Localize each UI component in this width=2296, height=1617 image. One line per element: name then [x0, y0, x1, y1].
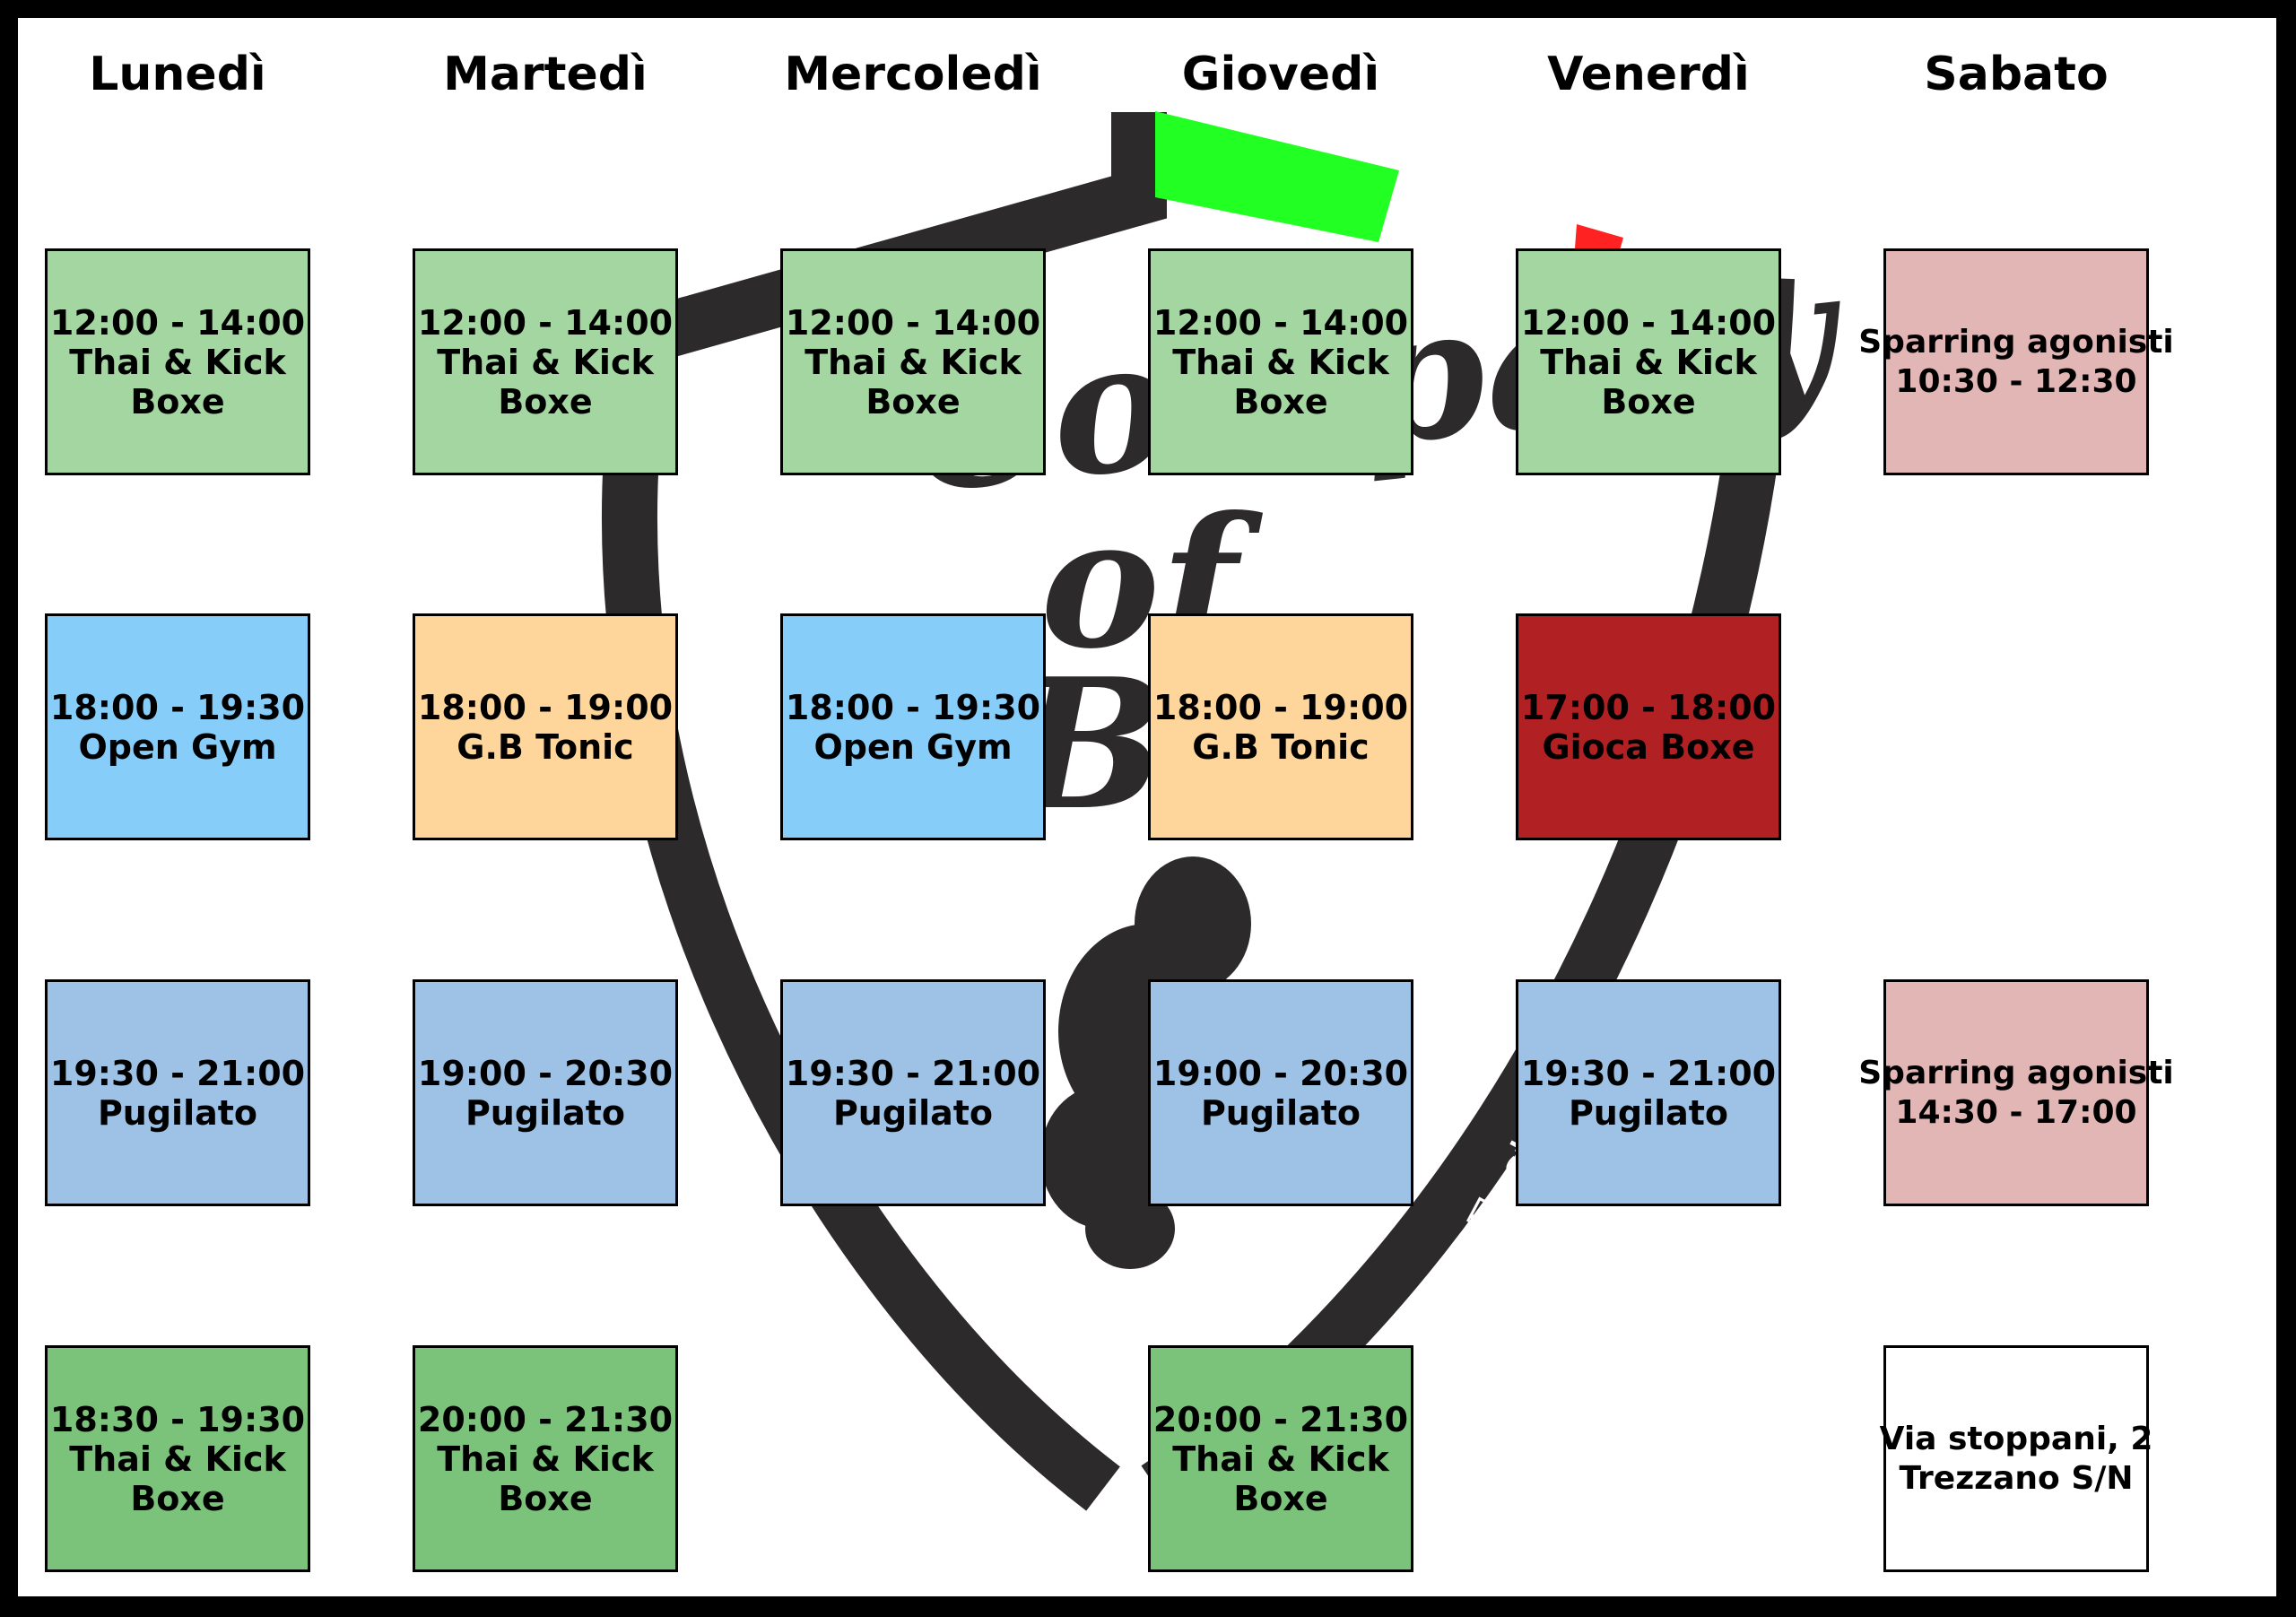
class-slot-line-2: 14:30 - 17:00	[1895, 1093, 2137, 1131]
class-slot-line-1: 19:30 - 21:00	[785, 1053, 1041, 1093]
class-slot-line-1: 18:00 - 19:30	[785, 687, 1041, 727]
class-slot-line-1: 12:00 - 14:00	[785, 302, 1041, 343]
class-slot-line-2: Pugilato	[1568, 1092, 1729, 1133]
class-slot-line-3: Boxe	[1601, 381, 1696, 422]
class-slot-line-2: Gioca Boxe	[1542, 726, 1755, 767]
class-slot-line-2: Pugilato	[465, 1092, 626, 1133]
class-slot-line-2: G.B Tonic	[1192, 726, 1370, 767]
class-slot-line-1: 18:00 - 19:00	[1152, 687, 1409, 727]
class-slot-line-1: 19:00 - 20:30	[1152, 1053, 1409, 1093]
day-header: Martedì	[443, 48, 648, 101]
class-slot-line-2: Thai & Kick	[437, 342, 654, 382]
class-slot-line-2: Open Gym	[813, 726, 1013, 767]
day-header: Sabato	[1924, 48, 2109, 101]
class-slot-line-3: Boxe	[498, 381, 593, 422]
class-slot-line-2: Open Gym	[78, 726, 277, 767]
class-slot-line-3: Boxe	[865, 381, 961, 422]
logo-green-stripe	[1155, 111, 1399, 242]
class-slot-line-2: Pugilato	[832, 1092, 994, 1133]
class-slot-line-1: 12:00 - 14:00	[417, 302, 674, 343]
day-header: Giovedì	[1181, 48, 1380, 101]
schedule-board: Company of Bo East. 2 LunedìMartedìMerco…	[18, 18, 2276, 1596]
class-slot-line-1: 20:00 - 21:30	[1152, 1399, 1409, 1439]
class-slot-line-1: 12:00 - 14:00	[1520, 302, 1777, 343]
class-slot-line-1: 18:30 - 19:30	[49, 1399, 306, 1439]
class-slot-line-3: Boxe	[130, 1478, 225, 1518]
class-slot-line-3: Boxe	[130, 381, 225, 422]
class-slot-line-1: Via stoppani, 2	[1879, 1420, 2153, 1457]
class-slot-line-2: Thai & Kick	[1540, 342, 1757, 382]
class-slot-line-1: 12:00 - 14:00	[49, 302, 306, 343]
class-slot-line-3: Boxe	[1233, 1478, 1328, 1518]
class-slot-line-1: Sparring agonisti	[1858, 323, 2174, 361]
class-slot-line-2: Thai & Kick	[804, 342, 1022, 382]
class-slot-line-2: Pugilato	[1200, 1092, 1361, 1133]
class-slot-line-2: Thai & Kick	[1172, 1439, 1389, 1479]
class-slot-line-3: Boxe	[1233, 381, 1328, 422]
class-slot-line-2: Thai & Kick	[69, 342, 286, 382]
class-slot-line-1: 17:00 - 18:00	[1520, 687, 1777, 727]
class-slot-line-2: Pugilato	[97, 1092, 258, 1133]
class-slot-line-2: Thai & Kick	[1172, 342, 1389, 382]
class-slot-line-1: 19:30 - 21:00	[1520, 1053, 1777, 1093]
day-header: Lunedì	[89, 48, 266, 101]
class-slot-line-2: Thai & Kick	[69, 1439, 286, 1479]
class-slot-line-3: Boxe	[498, 1478, 593, 1518]
class-slot-line-2: G.B Tonic	[457, 726, 634, 767]
class-slot-line-1: 18:00 - 19:30	[49, 687, 306, 727]
class-slot-line-2: 10:30 - 12:30	[1895, 362, 2137, 400]
class-slot-line-1: 18:00 - 19:00	[417, 687, 674, 727]
class-slot-line-1: 19:30 - 21:00	[49, 1053, 306, 1093]
day-header: Mercoledì	[784, 48, 1042, 101]
class-slot-line-1: Sparring agonisti	[1858, 1054, 2174, 1091]
class-slot-line-2: Thai & Kick	[437, 1439, 654, 1479]
class-slot-line-1: 19:00 - 20:30	[417, 1053, 674, 1093]
class-slot-line-1: 12:00 - 14:00	[1152, 302, 1409, 343]
class-slot-line-1: 20:00 - 21:30	[417, 1399, 674, 1439]
class-slot-line-2: Trezzano S/N	[1899, 1459, 2134, 1497]
day-header: Venerdì	[1547, 48, 1750, 101]
